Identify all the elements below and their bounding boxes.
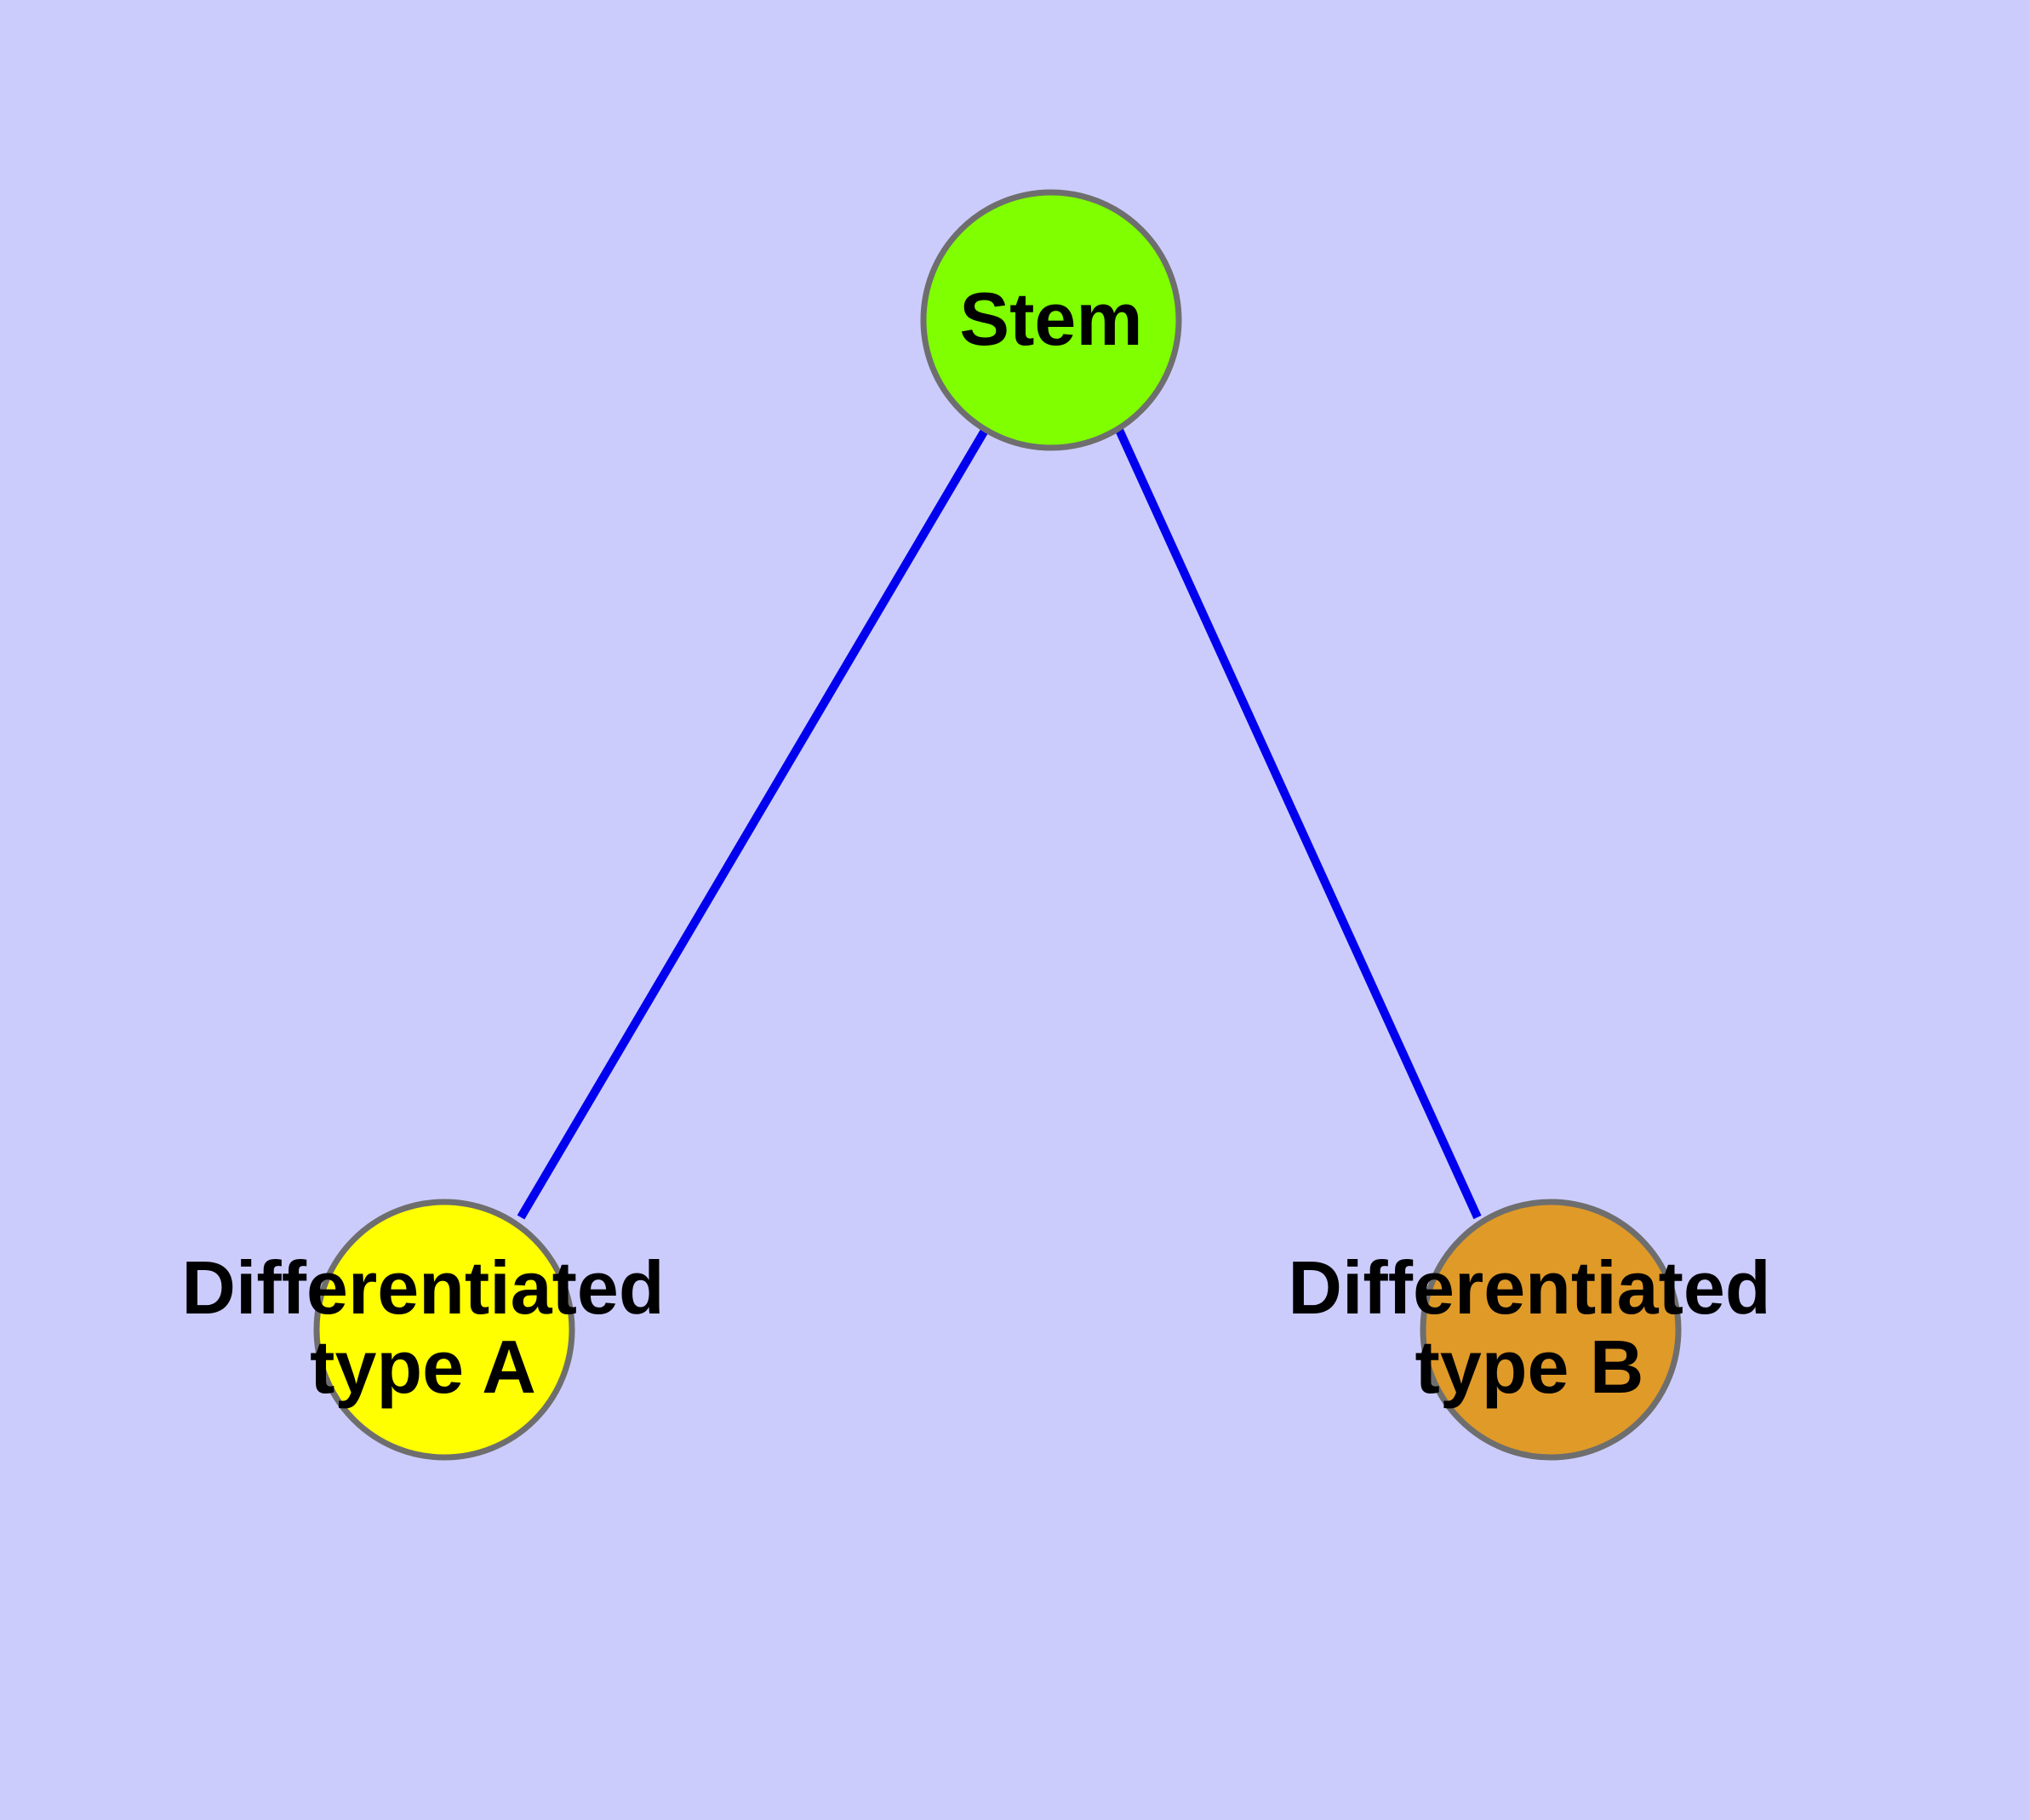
node-differentiated-type-a-circle[interactable] — [313, 1199, 575, 1461]
edge-stem-to-differentiated-type-a[interactable] — [517, 426, 990, 1220]
node-stem[interactable]: Stem — [920, 189, 1182, 451]
edge-stem-to-differentiated-type-b[interactable] — [1115, 427, 1482, 1220]
node-stem-label: Stem — [959, 277, 1142, 361]
node-stem-circle[interactable] — [920, 189, 1182, 451]
node-differentiated-type-b-circle[interactable] — [1420, 1199, 1682, 1461]
